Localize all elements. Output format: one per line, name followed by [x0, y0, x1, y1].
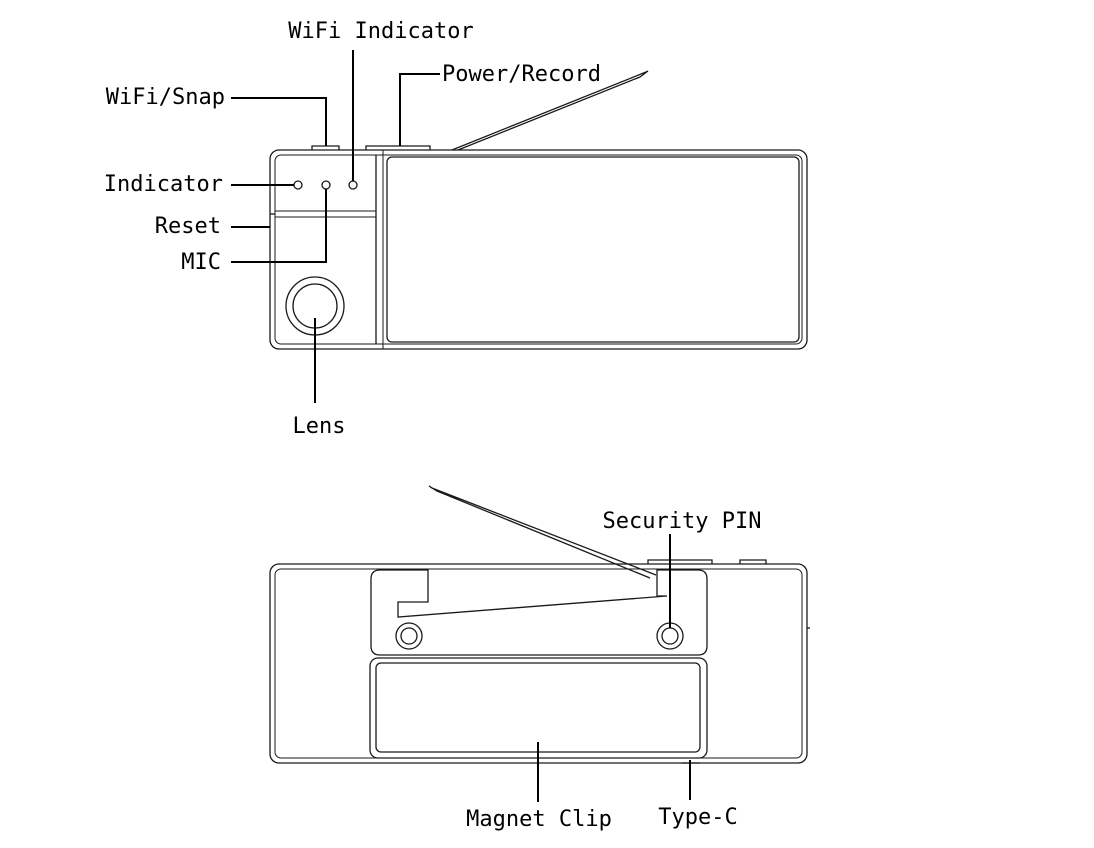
- front-panel: [386, 156, 800, 343]
- back-view: Security PIN Magnet Clip Type-C: [269, 485, 810, 832]
- power-record-button: [365, 145, 431, 150]
- back-antenna-icon: [428, 485, 657, 579]
- security-pin-inner: [661, 627, 679, 645]
- screw-left-inner: [400, 627, 418, 645]
- label-indicator: Indicator: [104, 172, 223, 197]
- mic-dot: [321, 180, 331, 190]
- label-type-c: Type-C: [658, 805, 737, 830]
- magnet-clip-inner: [375, 662, 701, 753]
- front-view: WiFi Indicator WiFi/Snap Power/Record In…: [104, 19, 808, 439]
- front-body-inner: [274, 154, 803, 345]
- label-lens: Lens: [293, 414, 346, 439]
- label-mic: MIC: [181, 250, 221, 275]
- clip-plate: [370, 569, 708, 656]
- screw-left-outer: [395, 622, 423, 650]
- leader-power-record: [399, 73, 440, 146]
- leader-wifi-snap: [231, 97, 327, 146]
- back-top-button-1: [647, 559, 713, 564]
- indicator-dot-1: [293, 180, 303, 190]
- label-magnet-clip: Magnet Clip: [466, 807, 612, 832]
- front-body-outer: [269, 149, 808, 350]
- label-security-pin: Security PIN: [603, 509, 762, 534]
- label-reset: Reset: [155, 214, 221, 239]
- label-wifi-indicator: WiFi Indicator: [288, 19, 473, 44]
- leader-mic: [231, 189, 327, 263]
- label-power-record: Power/Record: [442, 62, 601, 87]
- back-top-button-2: [739, 559, 767, 564]
- label-wifi-snap: WiFi/Snap: [106, 85, 225, 110]
- wifi-indicator-dot: [348, 180, 358, 190]
- antenna-icon: [451, 70, 649, 151]
